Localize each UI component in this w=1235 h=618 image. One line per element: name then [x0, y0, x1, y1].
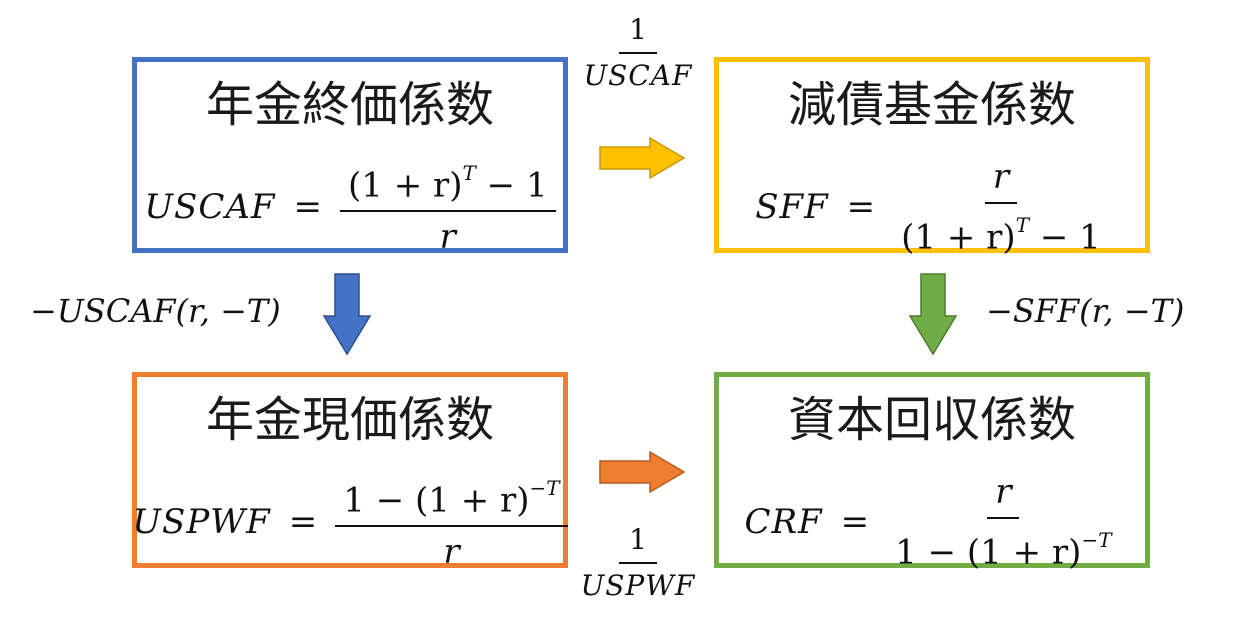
arrow-bottom-label: 1 USPWF: [572, 522, 704, 604]
arrow-top-label: 1 USCAF: [578, 12, 698, 94]
arrow-right-yellow: [599, 136, 686, 180]
crf-lhs: CRF: [744, 502, 823, 543]
sff-fraction: r (1 + r)T − 1: [893, 158, 1109, 256]
crf-equals: =: [840, 502, 870, 543]
uscaf-num-tail: − 1: [475, 165, 548, 206]
uspwf-formula: USPWF = 1 − (1 + r)−T r: [132, 473, 568, 571]
sff-denominator: (1 + r)T − 1: [893, 204, 1109, 256]
uspwf-num-exponent: −T: [529, 476, 560, 500]
crf-denominator: 1 − (1 + r)−T: [887, 519, 1119, 571]
arrow-top-label-denominator: USCAF: [583, 59, 693, 92]
uspwf-num-head: 1 −: [343, 480, 415, 521]
arrow-down-blue-shape: [322, 273, 372, 356]
arrow-left-label: −USCAF(r, −T): [30, 292, 281, 330]
sff-equals: =: [846, 187, 876, 228]
uspwf-equals: =: [288, 502, 318, 543]
crf-den-head: 1 −: [895, 532, 967, 573]
arrow-bottom-label-numerator: 1: [619, 522, 657, 564]
sff-lhs: SFF: [755, 187, 829, 228]
sff-den-tail: − 1: [1029, 217, 1101, 258]
uspwf-title: 年金現価係数: [205, 392, 494, 448]
arrow-right-yellow-shape: [599, 136, 686, 180]
sff-den-base: (1 + r): [901, 217, 1016, 258]
arrow-right-orange: [599, 450, 686, 494]
uscaf-numerator: (1 + r)T − 1: [339, 158, 556, 213]
crf-numerator: r: [987, 473, 1020, 519]
arrow-top-label-numerator: 1: [619, 12, 657, 54]
uspwf-num-base: (1 + r): [415, 480, 530, 521]
crf-den-base: (1 + r): [966, 532, 1082, 573]
uscaf-fraction: (1 + r)T − 1 r: [339, 158, 556, 258]
crf-formula: CRF = r 1 − (1 + r)−T: [719, 473, 1145, 571]
sff-box: 減債基金係数 SFF = r (1 + r)T − 1: [714, 57, 1150, 256]
uscaf-denominator: r: [439, 217, 456, 258]
sff-formula: SFF = r (1 + r)T − 1: [719, 158, 1145, 256]
uscaf-num-base: (1 + r): [347, 165, 463, 206]
uspwf-fraction: 1 − (1 + r)−T r: [335, 473, 568, 573]
crf-fraction: r 1 − (1 + r)−T: [887, 473, 1119, 571]
uscaf-num-exponent: T: [462, 161, 476, 185]
uspwf-lhs: USPWF: [132, 502, 271, 543]
uscaf-box: 年金終価係数 USCAF = (1 + r)T − 1 r: [132, 57, 568, 256]
uscaf-lhs: USCAF: [144, 187, 276, 228]
crf-den-exponent: −T: [1081, 528, 1112, 552]
arrow-bottom-label-denominator: USPWF: [580, 569, 696, 602]
crf-box: 資本回収係数 CRF = r 1 − (1 + r)−T: [714, 372, 1150, 571]
arrow-down-green-shape: [908, 273, 958, 356]
sff-title: 減債基金係数: [787, 77, 1076, 133]
arrow-right-orange-shape: [599, 450, 686, 494]
uscaf-title: 年金終価係数: [205, 77, 494, 133]
uspwf-numerator: 1 − (1 + r)−T: [335, 473, 568, 528]
uspwf-box: 年金現価係数 USPWF = 1 − (1 + r)−T r: [132, 372, 568, 571]
uspwf-denominator: r: [443, 532, 460, 573]
sff-numerator: r: [984, 158, 1018, 204]
arrow-right-label: −SFF(r, −T): [986, 292, 1185, 330]
crf-title: 資本回収係数: [787, 392, 1076, 448]
arrow-down-blue: [322, 273, 372, 356]
arrow-down-green: [908, 273, 958, 356]
uscaf-equals: =: [293, 187, 322, 228]
sff-den-exponent: T: [1015, 213, 1030, 237]
uscaf-formula: USCAF = (1 + r)T − 1 r: [137, 158, 563, 256]
